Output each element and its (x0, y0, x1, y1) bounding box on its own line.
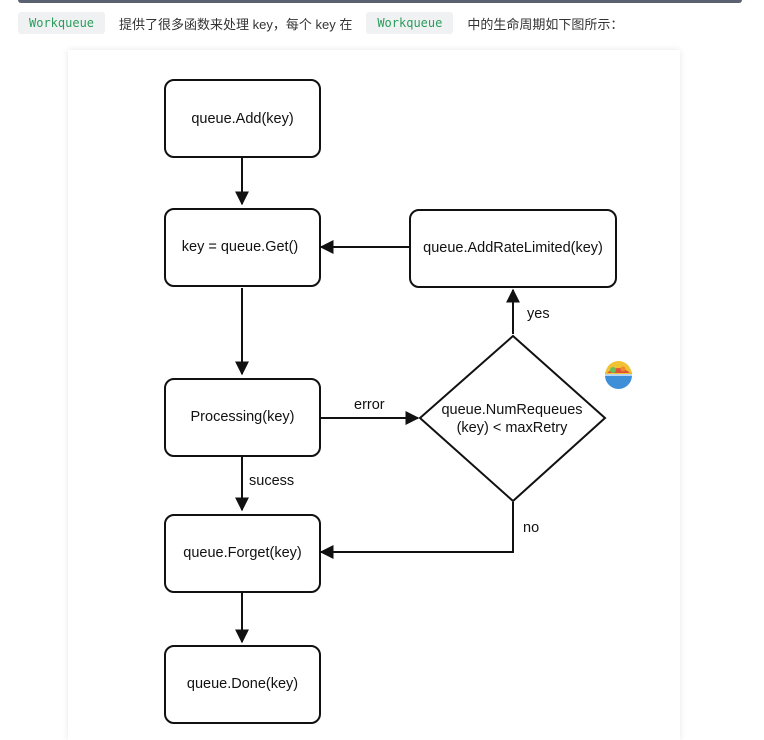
node-queue-get: key = queue.Get() (164, 208, 321, 287)
node-processing: Processing(key) (164, 378, 321, 457)
intro-paragraph: Workqueue 提供了很多函数来处理 key，每个 key 在 Workqu… (18, 12, 637, 34)
edge-label-success: sucess (249, 473, 294, 489)
flowchart-svg: error yes no sucess queue.Add(key) key =… (164, 79, 617, 724)
node-label-queue-get: key = queue.Get() (182, 239, 298, 255)
node-label-queue-add: queue.Add(key) (191, 111, 293, 127)
node-queue-add-rate-limited: queue.AddRateLimited(key) (409, 209, 617, 288)
edge-label-no: no (523, 520, 539, 536)
node-label-decision-line2: (key) < maxRetry (457, 420, 569, 436)
lifecycle-flowchart-figure: error yes no sucess queue.Add(key) key =… (68, 50, 680, 740)
node-queue-forget: queue.Forget(key) (164, 514, 321, 593)
intro-text-part-2: 中的生命周期如下图所示： (467, 16, 624, 32)
node-label-processing: Processing(key) (191, 409, 295, 425)
node-label-decision-line1: queue.NumRequeues (441, 402, 582, 418)
node-decision-num-requeues: queue.NumRequeues (key) < maxRetry (418, 334, 607, 503)
node-label-add-rate-limited: queue.AddRateLimited(key) (423, 240, 603, 256)
node-label-queue-done: queue.Done(key) (187, 676, 298, 692)
node-label-queue-forget: queue.Forget(key) (183, 545, 301, 561)
intro-text-part-1: 提供了很多函数来处理 key，每个 key 在 (119, 16, 353, 32)
node-queue-done: queue.Done(key) (164, 645, 321, 724)
inline-code-workqueue: Workqueue (18, 12, 106, 34)
inline-code-workqueue-2: Workqueue (366, 12, 454, 34)
top-divider-bar (18, 0, 742, 3)
edge-decision-to-forget (319, 502, 514, 559)
colorful-bowl-icon[interactable] (604, 361, 633, 390)
node-queue-add: queue.Add(key) (164, 79, 321, 158)
edge-label-error: error (354, 397, 385, 413)
edge-label-yes: yes (527, 306, 550, 322)
